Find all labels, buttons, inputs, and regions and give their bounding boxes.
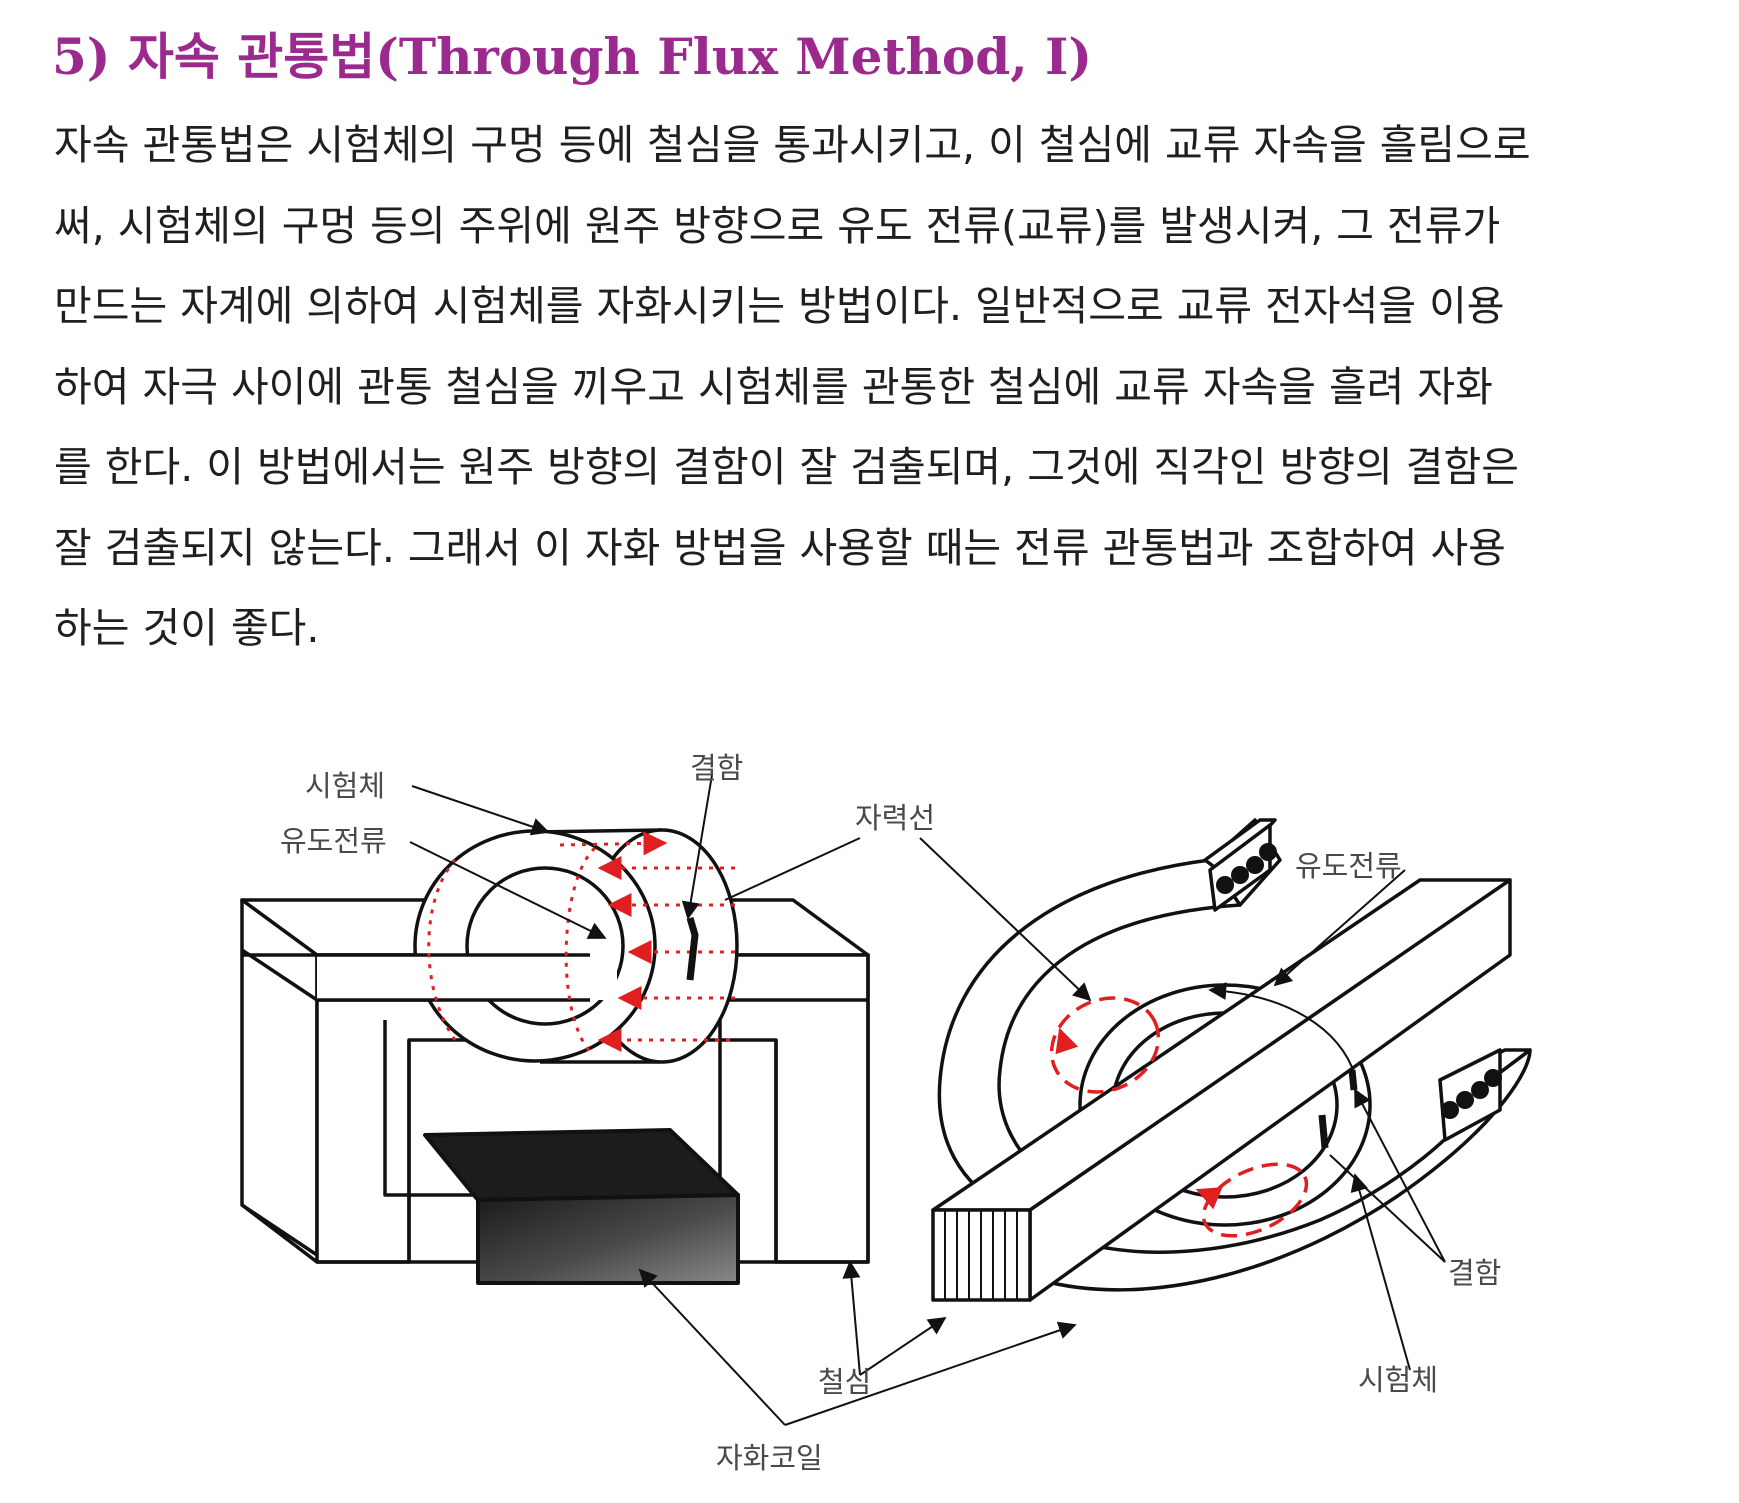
paragraph-line: 써, 시험체의 구멍 등의 주위에 원주 방향으로 유도 전류(교류)를 발생시… — [54, 201, 1501, 250]
label-flux-line: 자력선 — [855, 801, 935, 835]
label-right-defect: 결함 — [1448, 1256, 1501, 1290]
core-laminations — [944, 1210, 1018, 1300]
diagram-svg: 시험체 유도전류 결함 자력선 유도전류 결함 시험체 철심 자화코일 — [240, 751, 1532, 1475]
label-right-induced-current: 유도전류 — [1295, 849, 1402, 883]
right-defect-marks — [1318, 1069, 1358, 1149]
paragraph-line: 만드는 자계에 의하여 시험체를 자화시키는 방법이다. 일반적으로 교류 전자… — [54, 282, 1505, 330]
label-left-specimen: 시험체 — [305, 769, 385, 803]
paragraph-line: 하여 자극 사이에 관통 철심을 끼우고 시험체를 관통한 철심에 교류 자속을… — [54, 362, 1493, 411]
coil-winding-dots — [1216, 843, 1502, 1119]
body-paragraph: 자속 관통법은 시험체의 구멍 등에 철심을 통과시키고, 이 철심에 교류 자… — [54, 105, 1724, 669]
section-heading: 5) 자속 관통법(Through Flux Method, I) — [52, 27, 1093, 86]
label-right-specimen: 시험체 — [1358, 1363, 1438, 1397]
left-coil-block — [423, 1128, 740, 1285]
paragraph-line: 자속 관통법은 시험체의 구멍 등에 철심을 통과시키고, 이 철심에 교류 자… — [54, 121, 1531, 169]
right-current-arc — [1208, 982, 1356, 1076]
label-iron-core: 철심 — [818, 1365, 871, 1399]
through-flux-diagram: 시험체 유도전류 결함 자력선 유도전류 결함 시험체 철심 자화코일 — [0, 700, 1739, 1503]
label-magnetizing-coil: 자화코일 — [716, 1441, 823, 1475]
paragraph-line: 를 한다. 이 방법에서는 원주 방향의 결함이 잘 검출되며, 그것에 직각인… — [54, 443, 1519, 491]
label-left-induced-current: 유도전류 — [280, 824, 387, 858]
right-flux-lines — [1049, 996, 1309, 1238]
left-flux-lines — [427, 831, 735, 1053]
callout-lines — [409, 774, 1446, 1426]
label-left-defect: 결함 — [690, 751, 743, 785]
paragraph-line: 잘 검출되지 않는다. 그래서 이 자화 방법을 사용할 때는 전류 관통법과 … — [54, 523, 1506, 572]
left-defect-mark — [686, 917, 699, 981]
paragraph-line: 하는 것이 좋다. — [54, 604, 320, 652]
